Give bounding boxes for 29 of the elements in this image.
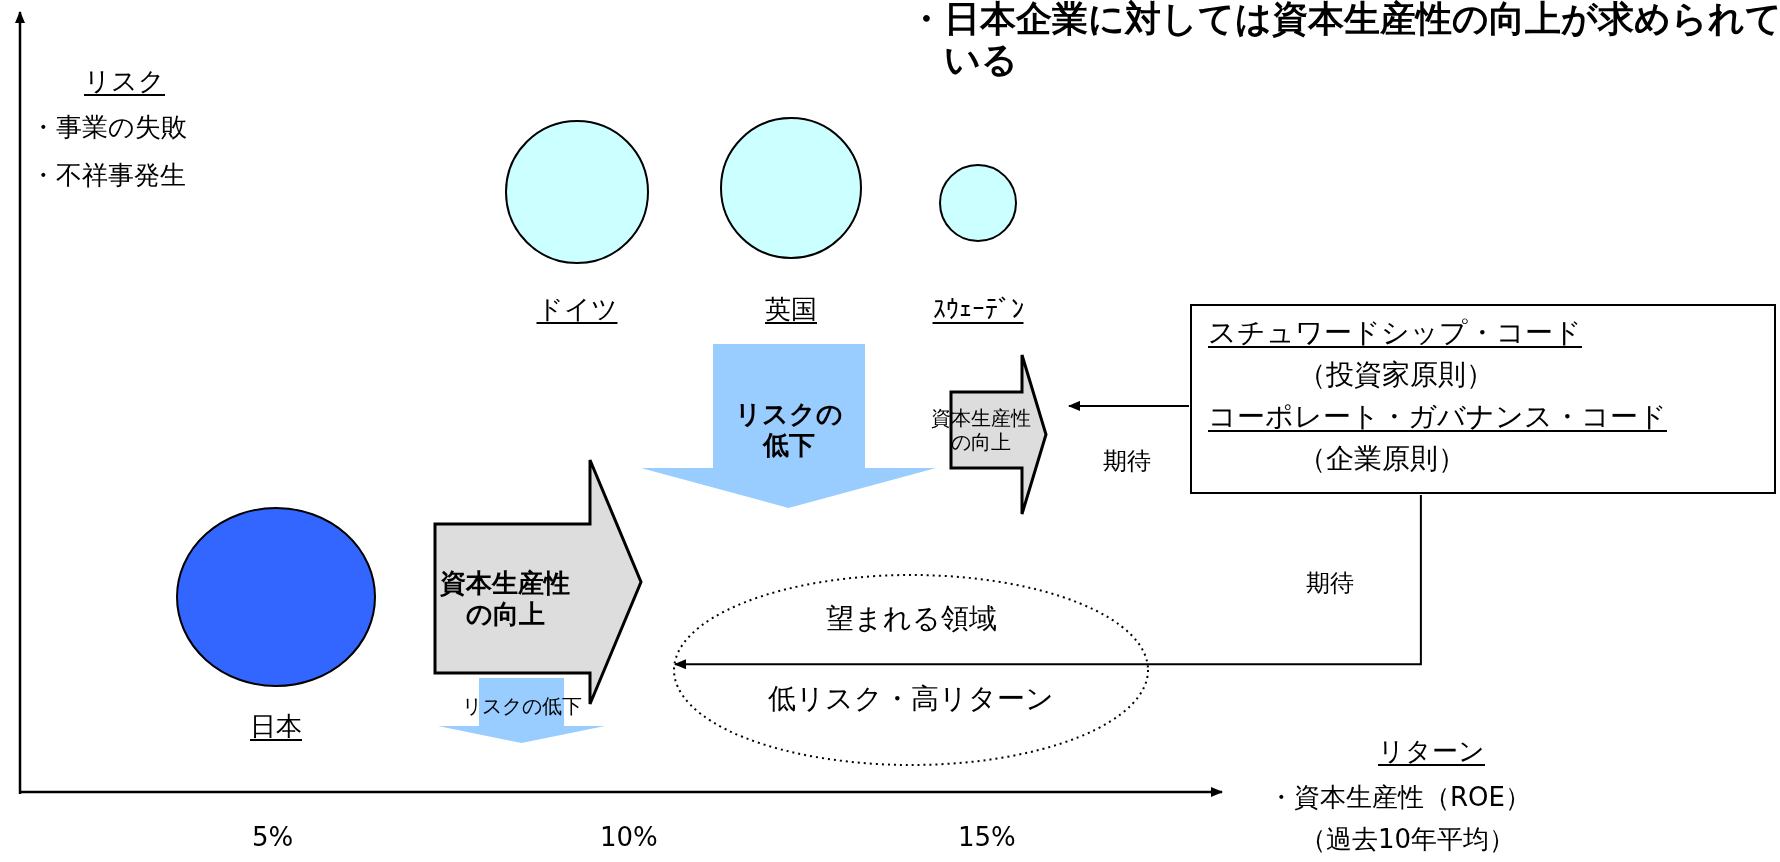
country-label: 英国 xyxy=(764,294,818,326)
heading: ・日本企業に対しては資本生産性の向上が求められている xyxy=(908,0,1780,81)
axis-title: リスク xyxy=(84,66,165,98)
country-label: ドイツ xyxy=(535,294,619,326)
arrow-label: 資本生産性の向上 xyxy=(439,567,571,630)
region-label: 望まれる領域 xyxy=(824,602,998,636)
arrow xyxy=(674,494,1422,670)
region-label: 低リスク・高リターン xyxy=(767,682,1055,716)
code-title: コーポレート・ガバナンス・コード xyxy=(1208,400,1667,434)
axis-note: ・事業の失敗 xyxy=(30,112,187,144)
tick-label: 15% xyxy=(958,822,1016,854)
axis-note: ・不祥事発生 xyxy=(30,160,186,192)
code-subtitle: （投資家原則） xyxy=(1298,358,1494,392)
code-subtitle: （企業原則） xyxy=(1298,442,1466,476)
arrow-label: リスクの低下 xyxy=(460,694,583,718)
text-box xyxy=(1190,304,1776,494)
target-region-ellipse xyxy=(673,574,1149,766)
callout-shape xyxy=(438,678,605,743)
tick-label: 5% xyxy=(252,822,294,854)
code-title: スチュワードシップ・コード xyxy=(1208,316,1582,350)
arrow xyxy=(1068,400,1190,411)
arrow-label: リスクの低下 xyxy=(733,399,844,462)
tick-label: 10% xyxy=(600,822,658,854)
axis-note: （過去10年平均） xyxy=(1300,824,1516,856)
country-label: 日本 xyxy=(249,711,303,743)
axis-title: リターン xyxy=(1378,736,1485,768)
arrow-label: 資本生産性の向上 xyxy=(930,406,1032,454)
axis-note: ・資本生産性（ROE） xyxy=(1268,782,1531,814)
country-label: ｽｳｪｰﾃﾞﾝ xyxy=(931,294,1025,326)
